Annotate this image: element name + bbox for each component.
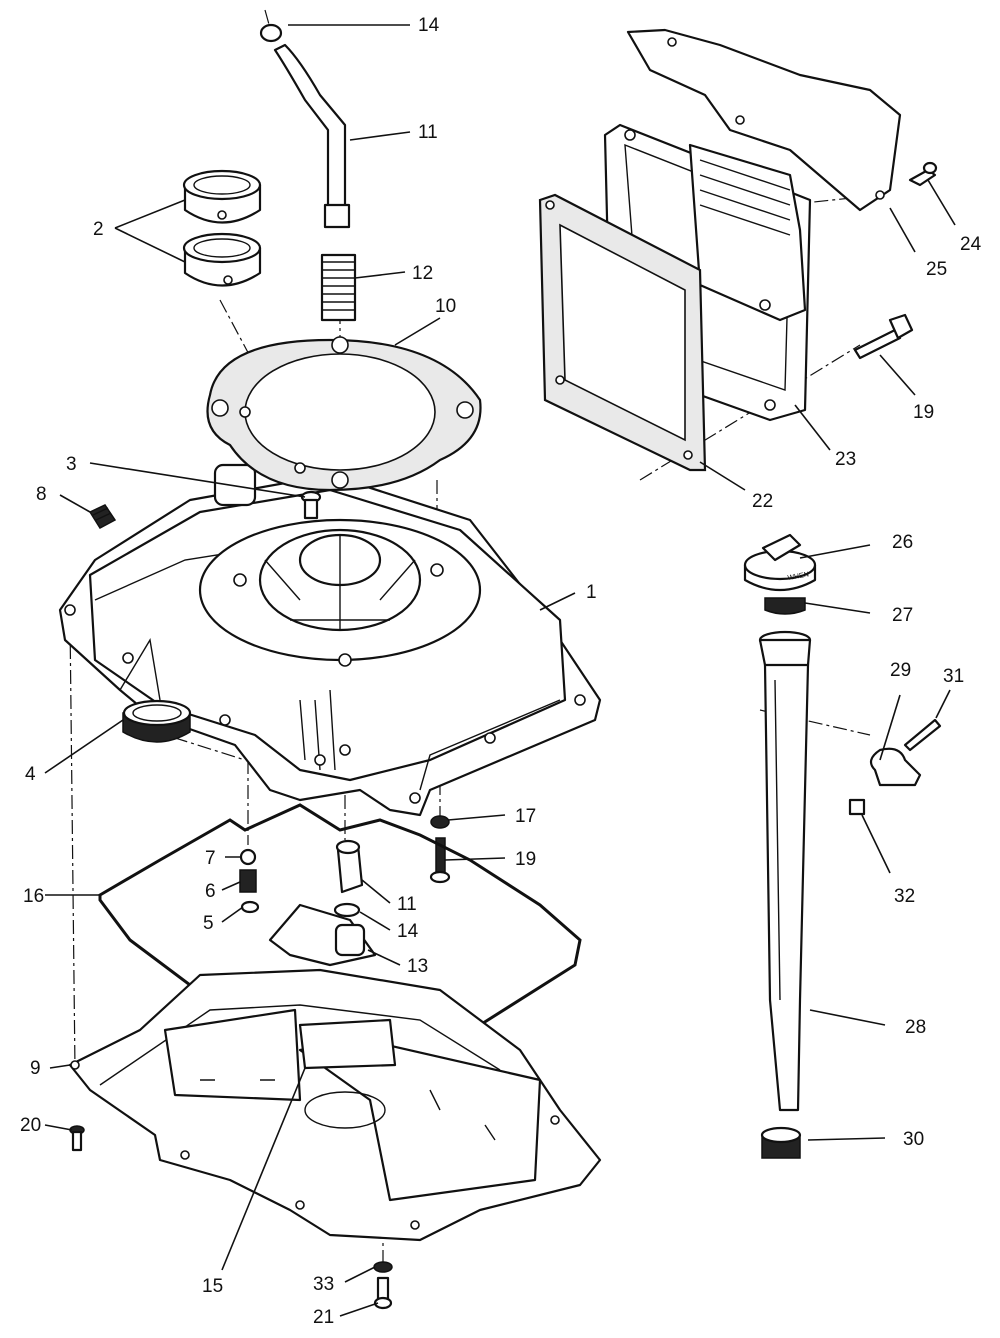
- callout-30: 30: [903, 1129, 924, 1150]
- callout-11-top: 11: [418, 122, 438, 143]
- callout-21: 21: [313, 1307, 334, 1328]
- dipstick-tube-28: [758, 630, 812, 1112]
- callout-16: 16: [23, 886, 44, 907]
- screw-3: [300, 490, 322, 520]
- o-ring-27: [764, 597, 806, 615]
- grommet-30: [760, 1126, 802, 1159]
- callout-5: 5: [203, 913, 214, 934]
- oil-tube-lower: [335, 839, 364, 894]
- callout-31: 31: [943, 666, 964, 687]
- dipstick-cap-26: WHEN: [743, 533, 817, 591]
- oil-seal-4: [122, 699, 192, 743]
- callout-33: 33: [313, 1274, 334, 1295]
- callout-leaders: [44, 24, 956, 1317]
- callout-22: 22: [752, 491, 773, 512]
- washer-5: [240, 900, 260, 914]
- callout-23: 23: [835, 449, 856, 470]
- callout-9: 9: [30, 1058, 41, 1079]
- callout-25: 25: [926, 259, 947, 280]
- plug-8: [88, 504, 117, 529]
- callout-1: 1: [586, 582, 597, 603]
- spring-6: [239, 869, 257, 893]
- o-ring-lower: [333, 902, 361, 918]
- screw-31: [903, 718, 942, 752]
- callout-3: 3: [66, 454, 77, 475]
- callout-2: 2: [93, 219, 104, 240]
- callout-11-lower: 11: [397, 894, 417, 915]
- callout-14-lower: 14: [397, 921, 419, 942]
- callout-27: 27: [892, 605, 913, 626]
- callout-10: 10: [435, 296, 456, 317]
- callout-28: 28: [905, 1017, 926, 1038]
- washer-17: [430, 815, 450, 829]
- callout-numbers: 14 11 12 10 2 3 8 1 4 7 6 5 16 17 19 11 …: [20, 15, 982, 1328]
- shroud-plate-25: [626, 28, 902, 212]
- bolt-19-lower: [429, 837, 451, 884]
- nut-32: [848, 798, 866, 816]
- bolt-21: [373, 1276, 393, 1310]
- callout-24: 24: [960, 234, 982, 255]
- gasket-round: [206, 336, 482, 492]
- gasket-22: [538, 193, 707, 472]
- svg-text:WHEN: WHEN: [787, 571, 809, 582]
- pickup-fitting-13: [268, 903, 377, 967]
- callout-14-top: 14: [418, 15, 440, 36]
- callout-4: 4: [25, 764, 36, 785]
- callout-20: 20: [20, 1115, 41, 1136]
- callout-26: 26: [892, 532, 913, 553]
- callout-19-lower: 19: [515, 849, 536, 870]
- clamp-29: [869, 747, 922, 787]
- ball-7: [239, 848, 257, 866]
- callout-6: 6: [205, 881, 216, 902]
- callout-32: 32: [894, 886, 915, 907]
- callout-7: 7: [205, 848, 216, 869]
- spring-upper: [320, 253, 357, 322]
- callout-15: 15: [202, 1276, 223, 1297]
- callout-29: 29: [890, 660, 911, 681]
- washer-33: [373, 1261, 393, 1273]
- oil-tube-upper: [273, 43, 351, 229]
- o-ring-upper: [259, 23, 283, 43]
- callout-17: 17: [515, 806, 536, 827]
- callout-13: 13: [407, 956, 428, 977]
- callout-8: 8: [36, 484, 47, 505]
- callout-12: 12: [412, 263, 433, 284]
- screw-24: [908, 161, 938, 187]
- callout-19-upper: 19: [913, 402, 934, 423]
- bearing-upper: [182, 169, 262, 224]
- screw-20: [69, 1125, 85, 1152]
- bolt-19-upper: [853, 313, 914, 360]
- bearing-lower: [182, 232, 262, 287]
- crankcase-cover-housing: [58, 463, 602, 817]
- base-pan-9: [68, 968, 602, 1242]
